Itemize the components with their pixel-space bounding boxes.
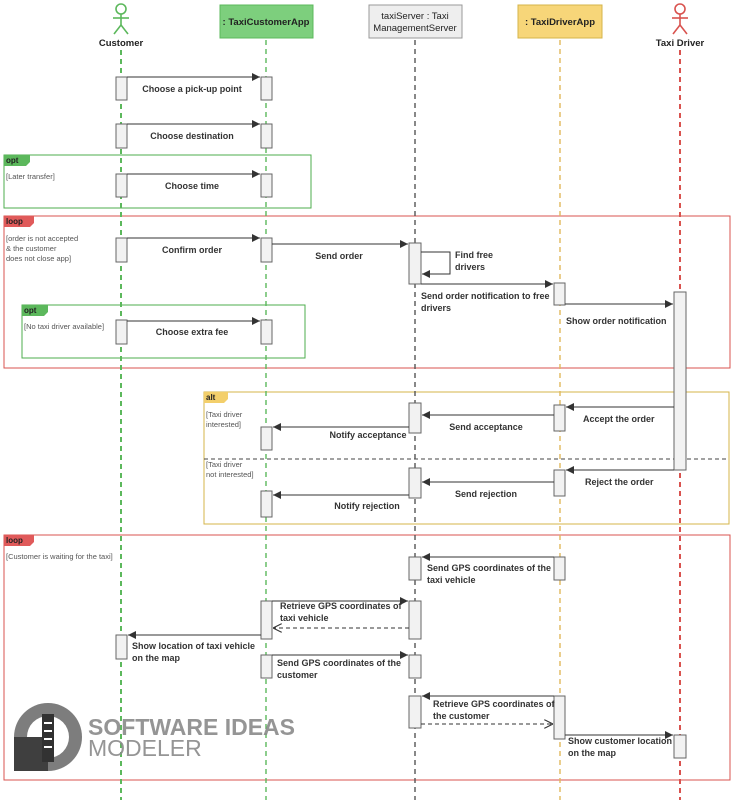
message-confirm-order: Confirm order [127,234,260,255]
taxi-server-label-line2: ManagementServer [373,23,456,34]
message-notify-acceptance: Notify acceptance [273,423,409,440]
alt-tag: alt [206,393,216,402]
message-label: Notify rejection [334,501,400,511]
message-label: Choose destination [150,131,234,141]
message-send-acceptance: Send acceptance [422,411,554,432]
alt-fragment: alt [Taxi driver interested] [Taxi drive… [203,391,730,525]
guard-later-transfer: [Later transfer] [6,172,55,181]
loop-fragment-waiting: loop [Customer is waiting for the taxi] [3,534,731,781]
taxi-server-label-line1: taxiServer : Taxi [381,11,448,22]
message-accept-order: Accept the order [566,403,674,424]
taxi-driver-app-label: : TaxiDriverApp [525,17,595,28]
message-label: Send acceptance [449,422,523,432]
message-notify-rejection: Notify rejection [273,491,409,511]
message-label: Choose time [165,181,219,191]
message-label: on the map [132,653,181,663]
actor-customer-label: Customer [99,38,144,49]
message-choose-pickup: Choose a pick-up point [127,73,260,94]
message-label: the customer [433,711,490,721]
message-label: Find free [455,250,493,260]
guard-loop-line1: [order is not accepted [6,234,78,243]
message-retrieve-gps-taxi: Retrieve GPS coordinates of taxi vehicle [272,597,409,628]
guard-not-interested-line2: not interested] [206,470,254,479]
guard-no-driver: [No taxi driver available] [24,322,104,331]
taxi-customer-app-label: : TaxiCustomerApp [223,17,310,28]
message-choose-time: Choose time [127,170,260,191]
message-send-rejection: Send rejection [422,478,554,499]
opt-fragment-later-transfer: opt [Later transfer] [3,154,312,209]
participant-taxi-customer-app: : TaxiCustomerApp [219,4,314,39]
message-label: Send rejection [455,489,517,499]
watermark-line2: MODELER [88,735,202,761]
message-label: Send GPS coordinates of the [427,563,551,573]
software-ideas-logo-icon [14,703,82,771]
message-label: drivers [421,303,451,313]
opt-fragment-no-driver: opt [No taxi driver available] [21,304,306,359]
message-label: Confirm order [162,245,223,255]
message-reject-order: Reject the order [566,466,674,487]
message-label: Choose a pick-up point [142,84,242,94]
loop-tag: loop [6,217,23,226]
watermark-line1: SOFTWARE IDEAS [88,714,295,740]
message-label: taxi vehicle [427,575,476,585]
message-retrieve-gps-customer: Retrieve GPS coordinates of the customer [421,692,556,724]
message-show-order-notification: Show order notification [565,300,673,326]
message-send-gps-taxi: Send GPS coordinates of the taxi vehicle [422,553,554,585]
message-label: Show location of taxi vehicle [132,641,255,651]
software-ideas-watermark: SOFTWARE IDEAS MODELER [14,703,295,771]
message-send-gps-customer: Send GPS coordinates of the customer [272,651,408,680]
message-label: Retrieve GPS coordinates of [280,601,403,611]
participant-taxi-driver-app: : TaxiDriverApp [517,4,603,39]
guard-loop-line3: does not close app] [6,254,71,263]
message-label: Notify acceptance [329,430,406,440]
message-label: Send GPS coordinates of the [277,658,401,668]
message-label: Choose extra fee [156,327,229,337]
message-label: on the map [568,748,617,758]
message-label: Accept the order [583,414,655,424]
loop-fragment-order: loop [order is not accepted & the custom… [3,215,731,369]
message-show-taxi-location: Show location of taxi vehicle on the map [128,631,261,663]
activation-bars [115,76,687,759]
message-show-customer-location: Show customer location on the map [565,731,673,758]
loop-tag: loop [6,536,23,545]
message-label: customer [277,670,318,680]
message-label: taxi vehicle [280,613,329,623]
message-label: Show customer location [568,736,672,746]
actor-taxi-driver: Taxi Driver [656,3,705,49]
participant-taxi-server: taxiServer : Taxi ManagementServer [368,4,463,39]
guard-loop-line2: & the customer [6,244,57,253]
actor-taxi-driver-label: Taxi Driver [656,38,705,49]
message-label: Retrieve GPS coordinates of [433,699,556,709]
message-label: Show order notification [566,316,667,326]
message-send-order: Send order [272,240,408,261]
message-send-order-notification: Send order notification to free drivers [421,280,553,313]
message-label: Send order notification to free [421,291,550,301]
message-label: drivers [455,262,485,272]
message-choose-destination: Choose destination [127,120,260,141]
opt-tag: opt [24,306,37,315]
opt-tag: opt [6,156,19,165]
guard-interested-line2: interested] [206,420,241,429]
actor-customer: Customer [99,3,144,49]
message-choose-extra-fee: Choose extra fee [127,317,260,337]
guard-customer-waiting: [Customer is waiting for the taxi] [6,552,113,561]
guard-not-interested-line1: [Taxi driver [206,460,243,469]
message-label: Send order [315,251,363,261]
guard-interested-line1: [Taxi driver [206,410,243,419]
message-label: Reject the order [585,477,654,487]
message-find-free-drivers: Find free drivers [421,250,493,278]
